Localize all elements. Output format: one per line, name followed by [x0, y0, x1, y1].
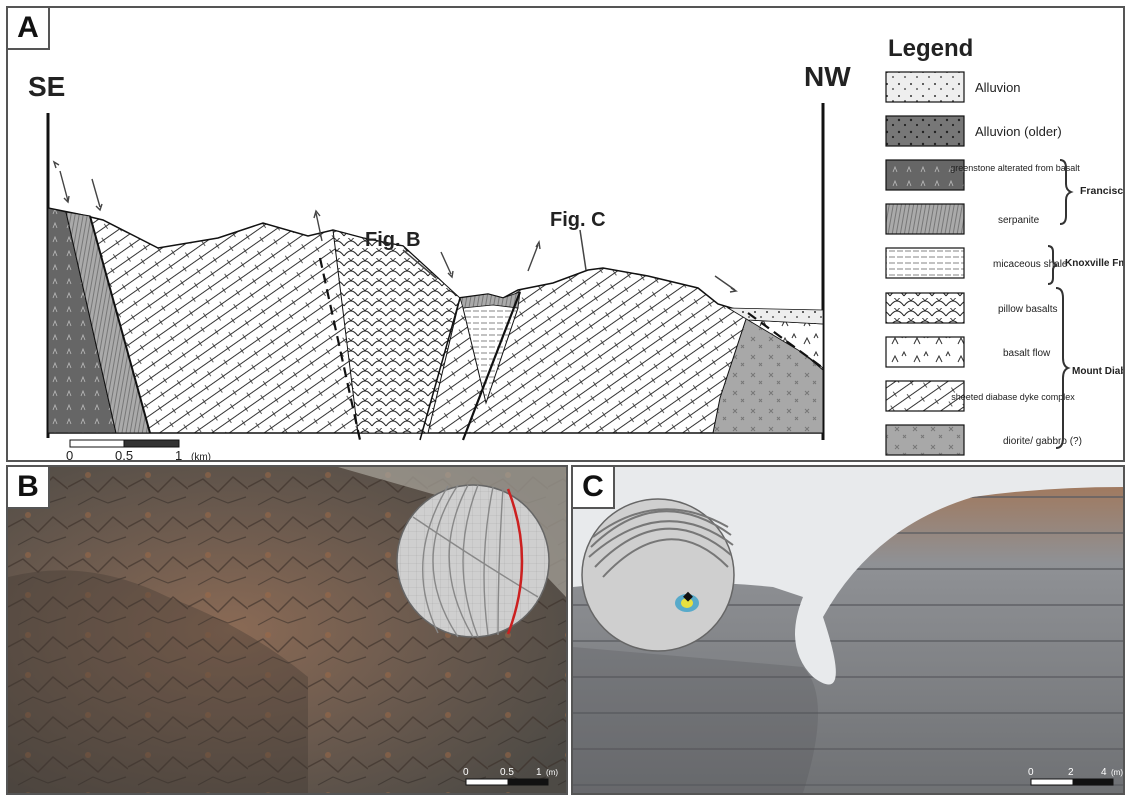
- brace-franciscan: [1059, 159, 1074, 225]
- fig-b-leader: [402, 249, 437, 279]
- shadow-area: [8, 570, 308, 793]
- fig-b-callout: Fig. B: [365, 229, 421, 251]
- m-tick-0: 0: [1028, 767, 1034, 778]
- group-label: Knoxville Fm. (GVG): [1065, 258, 1123, 269]
- pillow-basalt-unit: [332, 229, 461, 434]
- stereonet-c: [581, 498, 735, 652]
- legend-swatch-serpentinite: [885, 203, 965, 235]
- legend: Legend Alluvion Alluvion (older) greenst…: [885, 35, 1123, 456]
- brace-knoxville: [1047, 245, 1058, 285]
- m-unit: (m): [546, 768, 558, 777]
- legend-label: micaceous shale: [993, 259, 1068, 270]
- serpentinite-cap-unit: [459, 291, 521, 309]
- panel-a-letter: A: [8, 8, 50, 50]
- km-scale-bar: 0 0.5 1 (km): [66, 439, 211, 460]
- legend-swatch-greenstone: [885, 159, 965, 191]
- legend-swatch-pillow: [885, 292, 965, 324]
- m-tick-0: 0: [463, 767, 469, 778]
- fault-line: [419, 297, 461, 441]
- quarry-floor: [573, 647, 818, 793]
- alluvion-unit: [726, 307, 824, 325]
- fault-line: [461, 291, 522, 441]
- legend-swatch-shale: [885, 247, 965, 279]
- fig-c-leader: [579, 229, 587, 271]
- legend-swatch-dyke: [885, 380, 965, 412]
- brace-ophiolite: [1055, 287, 1071, 449]
- legend-label: Alluvion (older): [975, 124, 1062, 139]
- se-label: SE: [28, 71, 65, 102]
- group-label: Mount Diablo Ophiolite: [1072, 366, 1123, 377]
- group-label: Franciscan Complex: [1080, 185, 1123, 197]
- legend-swatch-basalt-flow: [885, 336, 965, 368]
- photo-c-svg: 0 2 4 (m): [573, 467, 1123, 793]
- fault-arrows: [52, 160, 738, 293]
- legend-title: Legend: [888, 35, 973, 62]
- km-tick-0.5: 0.5: [115, 448, 133, 460]
- legend-label: serpanite: [998, 215, 1040, 226]
- density-peak: [681, 598, 693, 608]
- legend-label: Alluvion: [975, 80, 1021, 95]
- photo-b-svg: 0 0.5 1 (m): [8, 467, 566, 793]
- legend-label: basalt flow: [1003, 348, 1051, 359]
- panel-a: A: [6, 6, 1125, 462]
- stereonet-b: [396, 484, 550, 638]
- m-tick-0.5: 0.5: [500, 767, 514, 778]
- legend-label: pillow basalts: [998, 304, 1057, 315]
- legend-label: diorite/ gabbro (?): [1003, 436, 1082, 447]
- m-unit: (m): [1111, 768, 1123, 777]
- m-tick-4: 4: [1101, 767, 1107, 778]
- legend-swatch-alluvion-older: [885, 115, 965, 147]
- legend-swatch-alluvion: [885, 71, 965, 103]
- panel-b: 0 0.5 1 (m) B: [6, 465, 568, 795]
- km-tick-1: 1: [175, 448, 182, 460]
- km-tick-0: 0: [66, 448, 73, 460]
- panel-c: 0 2 4 (m) C: [571, 465, 1125, 795]
- m-scale-bar-c: 0 2 4 (m): [1028, 767, 1123, 786]
- legend-label: greenstone alterated from basalt: [950, 163, 1080, 173]
- m-tick-2: 2: [1068, 767, 1074, 778]
- m-tick-1: 1: [536, 767, 542, 778]
- panel-c-letter: C: [573, 467, 615, 509]
- panel-b-letter: B: [8, 467, 50, 509]
- fault-line: [89, 215, 151, 434]
- km-unit: (km): [191, 452, 211, 460]
- fig-c-callout: Fig. C: [550, 209, 606, 231]
- quarry-benches: [573, 487, 1123, 793]
- legend-label: sheeted diabase dyke complex: [951, 392, 1075, 402]
- cross-section-svg: SE NW: [28, 35, 1123, 460]
- nw-label: NW: [804, 61, 851, 92]
- highlight-great-circle: [506, 488, 524, 635]
- legend-swatch-gabbro: [885, 424, 965, 456]
- m-scale-bar-b: 0 0.5 1 (m): [463, 767, 558, 786]
